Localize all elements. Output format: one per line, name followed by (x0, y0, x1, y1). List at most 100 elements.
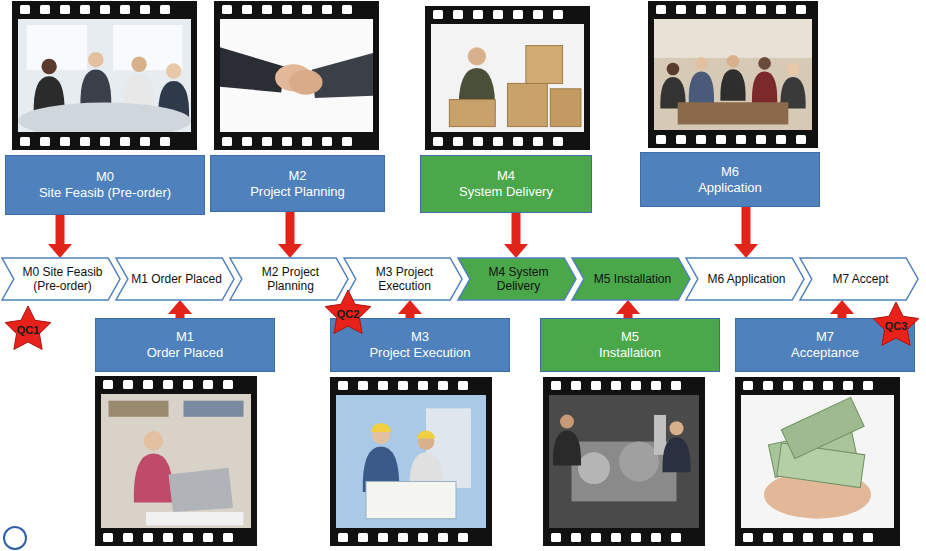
node-text: System Delivery (459, 184, 553, 200)
sprocket-hole (242, 137, 252, 146)
film-frame (214, 1, 379, 150)
photo-ground (431, 24, 584, 132)
sprocket-hole (80, 5, 90, 14)
sprocket-hole (302, 137, 312, 146)
milestone-chevron: M2 Project Planning (230, 258, 348, 300)
sprocket-hole (631, 381, 641, 390)
sprocket-hole (242, 5, 252, 14)
sprocket-hole (551, 381, 561, 390)
person-head (41, 59, 56, 74)
person-head (695, 57, 708, 70)
sprocket-hole (123, 380, 133, 389)
arrow-shaft (512, 213, 521, 244)
sprocket-hole (60, 5, 70, 14)
arrow-head (278, 244, 302, 258)
photo-ground (654, 19, 812, 130)
chevron-shape (572, 258, 690, 300)
laptop (169, 468, 234, 512)
blueprint-paper (366, 481, 456, 518)
sprocket-hole (342, 137, 352, 146)
sprocket-hole (736, 135, 746, 144)
sleeve (312, 53, 373, 98)
sprocket-hole (453, 137, 463, 146)
box (508, 83, 548, 126)
sprocket-hole (676, 135, 686, 144)
film-photo (214, 1, 379, 150)
sprocket-hole (763, 533, 773, 542)
milestone-chevron: M0 Site Feasib (Pre-order) (2, 258, 120, 300)
person-body (553, 431, 581, 466)
milestone-chevron: M4 System Delivery (458, 258, 576, 300)
sprocket-hole (40, 137, 50, 146)
sprocket-hole (433, 10, 443, 19)
film-photo (735, 377, 900, 546)
hand (289, 70, 323, 95)
node-text: M7 Accept (832, 272, 888, 286)
quality-check-star: QC1 (4, 306, 52, 354)
sprocket-hole (338, 381, 348, 390)
sprocket-hole (843, 381, 853, 390)
person-head (144, 431, 164, 451)
node-text: M6 (721, 164, 739, 180)
node-text: Order Placed (147, 345, 224, 361)
sprocket-hole (553, 137, 563, 146)
film-frame (330, 377, 492, 546)
milestone-chevron: M1 Order Placed (116, 258, 234, 300)
sprocket-hole (533, 10, 543, 19)
sprocket-hole (671, 381, 681, 390)
engine-part (619, 442, 659, 482)
person-body (720, 69, 745, 101)
sprocket-hole (783, 381, 793, 390)
sprocket-hole (823, 381, 833, 390)
photo (336, 395, 486, 528)
sprocket-hole (553, 10, 563, 19)
milestone-box: M4System Delivery (420, 155, 592, 213)
node-text: M0 Site Feasib (Pre-order) (17, 265, 108, 293)
node-text: QC3 (885, 320, 908, 332)
node-text: QC2 (337, 308, 360, 320)
node-text: M1 Order Placed (131, 272, 222, 286)
node-text: Application (698, 180, 762, 196)
sprocket-hole (358, 381, 368, 390)
sprocket-hole (322, 5, 332, 14)
sprocket-hole (140, 5, 150, 14)
node-text: M2 (288, 168, 306, 184)
person-body (752, 72, 777, 104)
quality-check-star: QC2 (324, 290, 372, 338)
sprocket-hole (20, 137, 30, 146)
person-body (80, 70, 111, 109)
shelf (109, 401, 169, 417)
person-head (131, 57, 146, 72)
photo (101, 394, 251, 528)
sprocket-hole (473, 137, 483, 146)
hard-hat (371, 423, 391, 432)
sprocket-hole (120, 137, 130, 146)
table (18, 103, 191, 132)
milestone-arrow (398, 300, 422, 318)
logo-mark (4, 527, 26, 549)
chevron-shape (116, 258, 234, 300)
photo-ground (549, 395, 699, 528)
sprocket-hole (120, 5, 130, 14)
sprocket-hole (60, 137, 70, 146)
node-text: M0 (96, 169, 114, 185)
wall (654, 19, 812, 58)
star-shape (5, 306, 51, 349)
sprocket-hole (378, 533, 388, 542)
node-text: M5 (621, 329, 639, 345)
chevron-shape (230, 258, 348, 300)
sprocket-hole (743, 381, 753, 390)
sprocket-hole (756, 5, 766, 14)
photo (549, 395, 699, 528)
sprocket-hole (143, 533, 153, 542)
milestone-box: M1Order Placed (95, 318, 275, 372)
person-body (662, 437, 690, 472)
milestone-chevron: M5 Installation (572, 258, 690, 300)
film-photo (543, 377, 705, 546)
sprocket-hole (513, 10, 523, 19)
sprocket-hole (418, 533, 428, 542)
sprocket-hole (863, 533, 873, 542)
photo-ground (336, 395, 486, 528)
photo (741, 395, 894, 528)
